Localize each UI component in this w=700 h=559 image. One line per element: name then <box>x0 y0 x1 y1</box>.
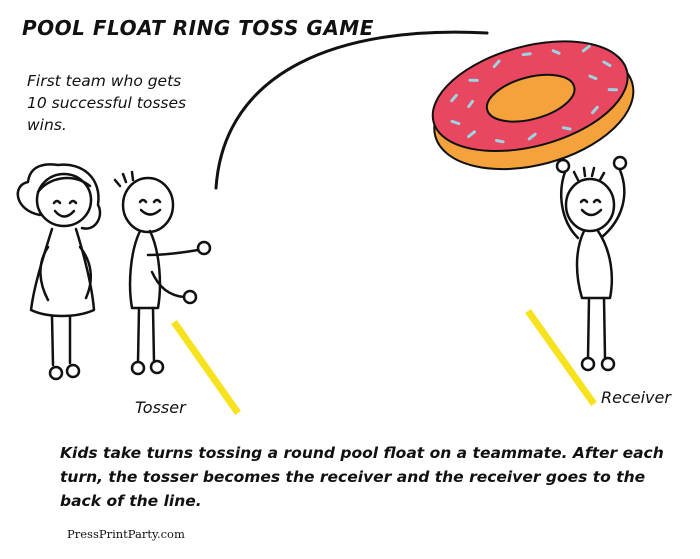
win-rule-text: First team who gets 10 successful tosses… <box>27 72 187 134</box>
tosser-line-marker <box>171 319 241 416</box>
instructions-text: Kids take turns tossing a round pool flo… <box>60 444 664 510</box>
receiver-line-marker <box>525 308 597 407</box>
girl-figure-icon <box>16 163 102 381</box>
throw-arc <box>214 30 489 190</box>
tosser-label: Tosser <box>135 398 186 417</box>
receiver-figure-icon <box>555 155 628 372</box>
receiver-label: Receiver <box>601 388 671 407</box>
page-title: Pool float ring toss game <box>22 16 374 40</box>
credit-text: PressPrintParty.com <box>67 527 185 541</box>
boy-tosser-figure-icon <box>113 170 212 376</box>
donut-pool-float-icon <box>431 40 635 171</box>
